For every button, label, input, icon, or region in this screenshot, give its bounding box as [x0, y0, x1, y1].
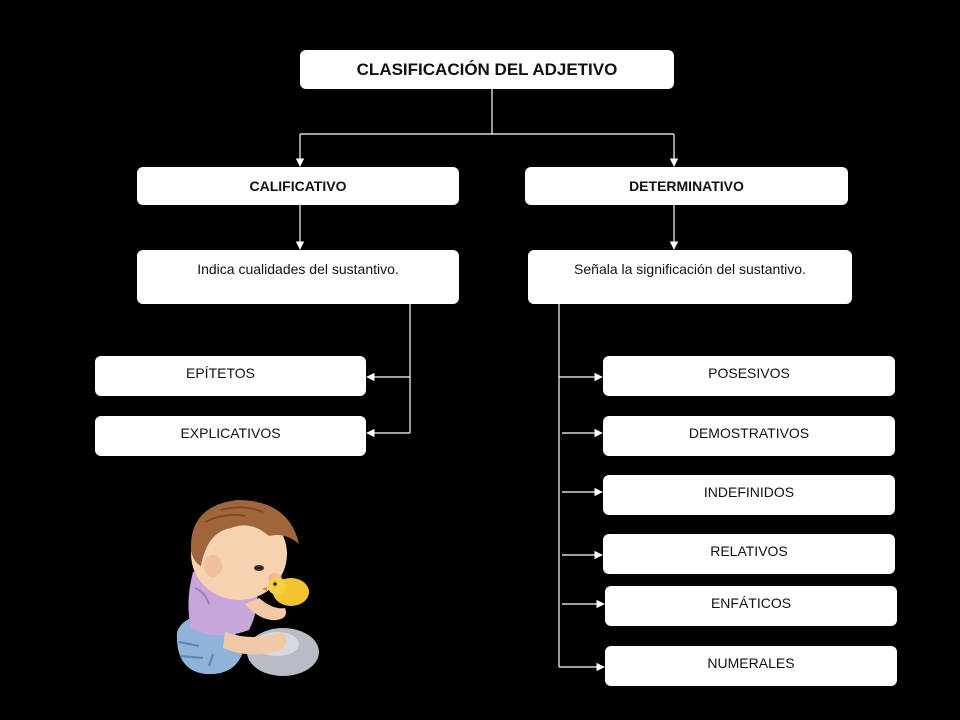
- child-illustration: [176, 500, 319, 676]
- calificativo-label: CALIFICATIVO: [249, 178, 347, 194]
- determinativo-label: DETERMINATIVO: [629, 178, 744, 194]
- item-relativos-label: RELATIVOS: [710, 543, 788, 559]
- item-demostrativos-label: DEMOSTRATIVOS: [688, 425, 810, 441]
- determinativo-description-box: Señala la significación del sustantivo.: [528, 250, 852, 304]
- item-indefinidos-label: INDEFINIDOS: [703, 484, 795, 500]
- item-posesivos-label: POSESIVOS: [708, 365, 790, 381]
- item-explicativos-label: EXPLICATIVOS: [180, 425, 281, 441]
- item-indefinidos: INDEFINIDOS: [603, 475, 895, 515]
- item-enfaticos-label: ENFÁTICOS: [710, 595, 792, 611]
- item-relativos: RELATIVOS: [603, 534, 895, 574]
- calificativo-description-box: Indica cualidades del sustantivo.: [137, 250, 459, 304]
- title-box: CLASIFICACIÓN DEL ADJETIVO: [300, 50, 674, 89]
- calificativo-description: Indica cualidades del sustantivo.: [197, 261, 399, 277]
- item-epitetos-label: EPÍTETOS: [186, 365, 255, 381]
- item-numerales: NUMERALES: [605, 646, 897, 686]
- item-numerales-label: NUMERALES: [707, 655, 795, 671]
- determinativo-description: Señala la significación del sustantivo.: [574, 261, 806, 277]
- title-text: CLASIFICACIÓN DEL ADJETIVO: [356, 59, 618, 79]
- item-posesivos: POSESIVOS: [603, 356, 895, 396]
- item-demostrativos: DEMOSTRATIVOS: [603, 416, 895, 456]
- determinativo-box: DETERMINATIVO: [525, 167, 848, 205]
- item-explicativos: EXPLICATIVOS: [95, 416, 366, 456]
- item-enfaticos: ENFÁTICOS: [605, 586, 897, 626]
- item-epitetos: EPÍTETOS: [95, 356, 366, 396]
- calificativo-box: CALIFICATIVO: [137, 167, 459, 205]
